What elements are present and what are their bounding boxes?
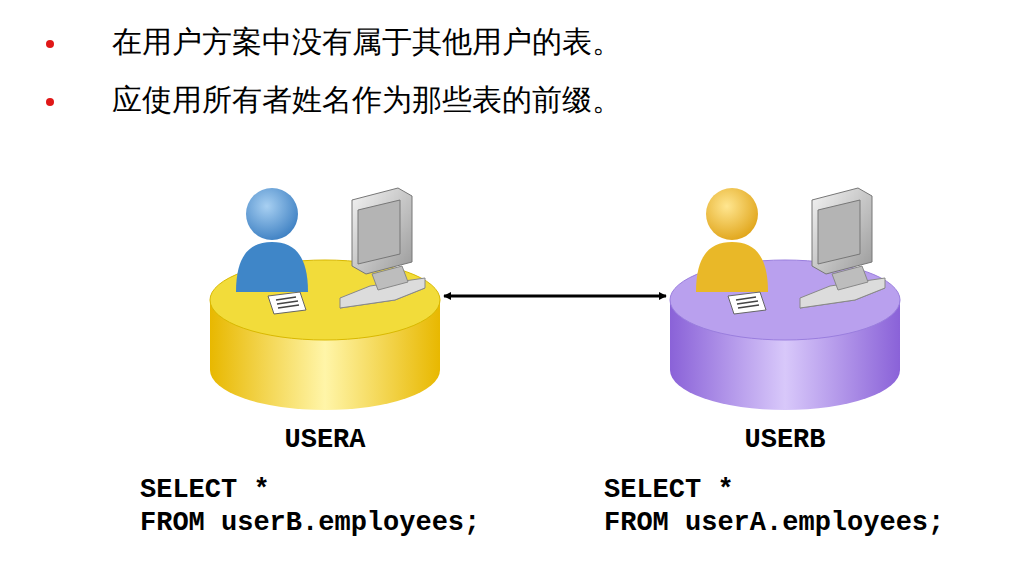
user-node: USERB: [668, 250, 902, 456]
bullet-text: 应使用所有者姓名作为那些表的前缀。: [112, 80, 622, 120]
bullet-dot: [46, 98, 54, 106]
node-label: USERA: [284, 424, 365, 456]
double-arrow: [444, 295, 666, 298]
sql-code: SELECT *: [604, 474, 734, 506]
sql-code: FROM userB.employees;: [140, 507, 480, 539]
computer-icon: [800, 188, 885, 308]
bullet-text: 在用户方案中没有属于其他用户的表。: [112, 22, 622, 62]
bullet-dot: [46, 40, 54, 48]
document-icon: [268, 292, 766, 314]
sql-code: SELECT *: [140, 474, 270, 506]
node-label: USERB: [744, 424, 825, 456]
computer-icon: [340, 188, 425, 308]
user-figure: [696, 188, 768, 292]
sql-code: FROM userA.employees;: [604, 507, 944, 539]
user-node: USERA: [208, 250, 442, 456]
user-figure: [236, 188, 308, 292]
